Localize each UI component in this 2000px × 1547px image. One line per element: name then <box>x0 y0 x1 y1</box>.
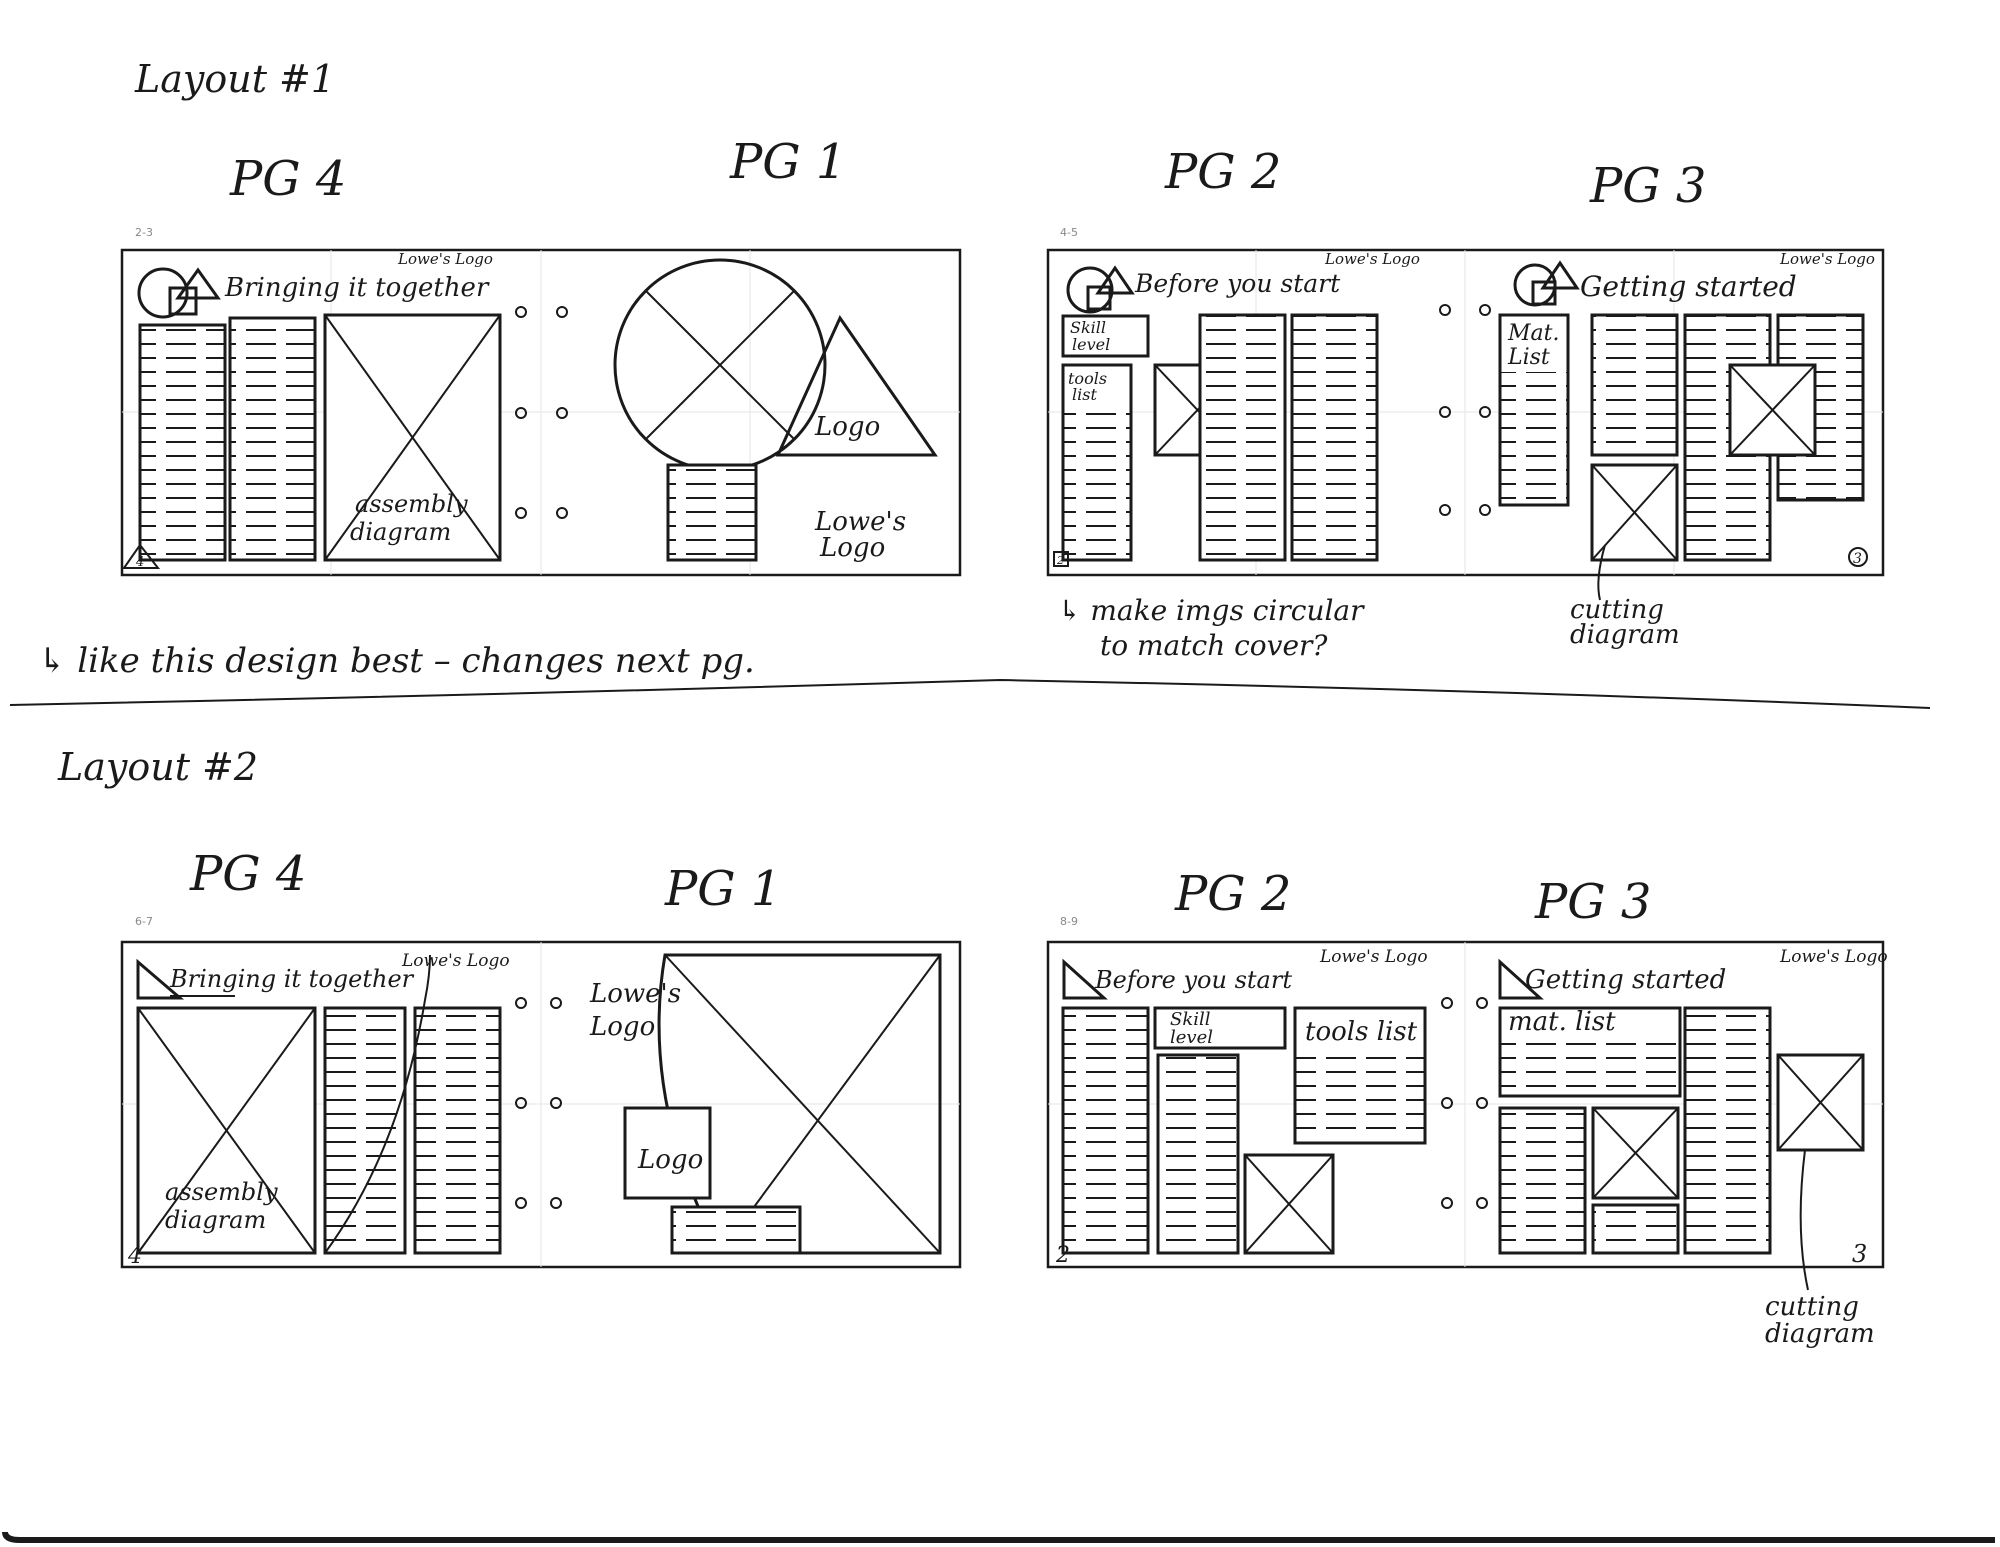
layout-1-spread-pg4-pg1: 2-3 Bringing it together Lowe's Logo ass… <box>120 226 962 577</box>
layout-2-spread-pg4-pg1: 6-7 Bringing it together Lowe's Logo ass… <box>120 915 962 1269</box>
spread-number: 6-7 <box>135 915 153 928</box>
binding-holes <box>515 306 568 519</box>
materials-list-label: Mat. <box>1507 321 1559 346</box>
spread-heading-right: Getting started <box>1580 270 1797 303</box>
diagram-label: diagram <box>165 1206 266 1234</box>
skill-level-label: level <box>1072 335 1110 354</box>
lowes-logo-label: Logo <box>589 1012 655 1042</box>
page-number: 3 <box>1853 551 1862 567</box>
lowes-logo-label: Lowe's Logo <box>1779 250 1875 268</box>
skill-level-label: level <box>1170 1027 1213 1048</box>
assembly-diagram-placeholder <box>136 1006 317 1255</box>
binding-holes <box>1441 997 1488 1209</box>
materials-list-label: mat. list <box>1508 1007 1616 1037</box>
triangle-icon <box>1498 958 1544 1000</box>
spread-heading-right: Getting started <box>1525 965 1726 995</box>
cover-image-edge-curve <box>324 954 431 1254</box>
cover-logo-label: Logo <box>637 1145 703 1175</box>
cover-logo-label: Logo <box>814 412 880 442</box>
layout-1-pg2-label: PG 2 <box>1164 144 1281 200</box>
image-placeholder <box>1728 363 1817 457</box>
spread-number: 4-5 <box>1060 226 1078 239</box>
layout-1-title: Layout #1 <box>134 57 335 101</box>
lowes-logo-label: Lowe's Logo <box>1324 250 1420 268</box>
layout-1-pg4-label: PG 4 <box>229 151 346 207</box>
layout-1-pg1-label: PG 1 <box>729 134 846 190</box>
callout-label: diagram <box>1570 620 1680 650</box>
page-number-circle <box>1848 547 1868 567</box>
design-note: ↳ like this design best – changes next p… <box>38 641 755 681</box>
design-note: ↳ make imgs circular <box>1058 594 1365 627</box>
lowes-logo-label: Lowe's <box>589 979 681 1009</box>
skill-level-label: Skill <box>1170 1009 1211 1030</box>
page-number: 4 <box>135 555 144 570</box>
diagram-label: assembly <box>165 1178 278 1206</box>
lowes-logo-label: Logo <box>819 533 885 563</box>
logo-triangle <box>775 314 938 457</box>
triangle-icon <box>136 958 185 1000</box>
image-placeholder <box>1243 1153 1335 1255</box>
page-number-triangle-icon <box>122 543 161 569</box>
page-number: 2 <box>1056 554 1064 567</box>
page-edge-mark <box>2 1531 1995 1543</box>
layout-2-pg2-label: PG 2 <box>1174 866 1291 922</box>
tools-list-label: tools list <box>1305 1017 1418 1047</box>
lowes-logo-label: Lowe's Logo <box>401 951 510 971</box>
layout-2-pg4-label: PG 4 <box>189 846 306 902</box>
callout-label: cutting <box>1570 595 1664 625</box>
assembly-diagram-placeholder <box>323 313 502 562</box>
image-placeholder <box>1591 1106 1680 1200</box>
cutting-diagram-placeholder <box>1590 463 1679 562</box>
diagram-label: assembly <box>355 490 468 518</box>
lowes-logo-label: Lowe's Logo <box>397 250 493 268</box>
callout-label: diagram <box>1765 1319 1875 1349</box>
circle-square-triangle-icon <box>1513 260 1580 307</box>
design-note: to match cover? <box>1100 629 1328 662</box>
page-number: 4 <box>127 1244 142 1269</box>
tools-list-label: tools <box>1068 369 1107 388</box>
spread-heading-left: Before you start <box>1134 269 1341 298</box>
callout-line <box>1799 1149 1809 1291</box>
layout-1-spread-pg2-pg3: 4-5 Before you start Lowe's Logo Skill l… <box>1046 226 1885 577</box>
page-number: 2 <box>1055 1243 1070 1268</box>
materials-list-label: List <box>1507 345 1550 370</box>
lowes-logo-label: Lowe's Logo <box>1779 947 1888 967</box>
skill-level-box <box>1153 1006 1287 1050</box>
layout-1-pg3-label: PG 3 <box>1589 158 1706 214</box>
section-divider <box>9 678 1931 709</box>
spread-number: 8-9 <box>1060 915 1078 928</box>
logo-box <box>623 1106 712 1200</box>
spread-heading-left: Before you start <box>1094 966 1292 994</box>
lowes-logo-label: Lowe's <box>814 507 906 537</box>
layout-2-pg3-label: PG 3 <box>1534 874 1651 930</box>
diagram-label: diagram <box>350 518 451 546</box>
layout-2-title: Layout #2 <box>57 745 258 789</box>
cutting-diagram-placeholder <box>1776 1053 1865 1152</box>
binding-holes <box>1439 304 1491 516</box>
callout-line <box>1597 544 1606 601</box>
spread-heading: Bringing it together <box>224 273 490 303</box>
page-number-box <box>1053 551 1069 567</box>
spread-heading: Bringing it together <box>169 965 415 993</box>
circle-square-triangle-icon <box>1066 265 1135 314</box>
callout-label: cutting <box>1765 1292 1859 1322</box>
lowes-logo-label: Lowe's Logo <box>1319 947 1428 967</box>
triangle-icon <box>1062 958 1108 1000</box>
page-number: 3 <box>1852 1240 1867 1268</box>
spread-number: 2-3 <box>135 226 153 239</box>
layout-2-spread-pg2-pg3: 8-9 Before you start Lowe's Logo Skill l… <box>1046 915 1888 1269</box>
skill-level-box <box>1061 314 1150 358</box>
layout-2-pg1-label: PG 1 <box>664 861 781 917</box>
circle-square-triangle-icon <box>137 267 221 319</box>
skill-level-label: Skill <box>1070 318 1106 337</box>
tools-list-label: list <box>1072 385 1097 404</box>
binding-holes <box>515 997 562 1209</box>
